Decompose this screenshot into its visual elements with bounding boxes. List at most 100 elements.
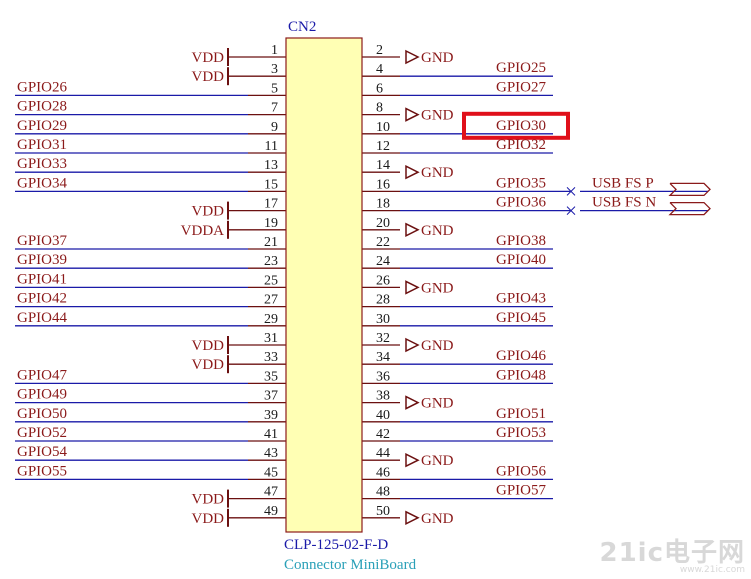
vdd-label: VDDA [181,223,224,239]
usb-port-flag [668,182,711,197]
right-pin-number-outer: 48 [376,485,390,500]
usb-net-label: USB FS N [592,195,656,211]
gnd-label: GND [421,165,454,181]
gnd-label: GND [421,453,454,469]
right-pin-number-outer: 26 [376,273,390,288]
right-net-label: GPIO51 [496,406,546,422]
gnd-arrow-symbol [405,395,420,410]
right-net-label: GPIO40 [496,252,546,268]
left-net-label: GPIO50 [17,406,67,422]
left-net-label: GPIO44 [17,310,68,326]
connector-part-number: CLP-125-02-F-D [284,537,388,553]
left-pin-number-outer: 3 [271,62,278,77]
gnd-arrow-symbol [405,164,420,180]
right-pin-number-outer: 18 [376,197,390,212]
left-net-label: GPIO26 [17,79,68,95]
gnd-label: GND [421,396,454,412]
gnd-label: GND [421,50,454,66]
right-pin-number-outer: 32 [376,331,390,346]
left-pin-group: 11VDD33VDD55GPIO2677GPIO2899GPIO291111GP… [15,43,308,529]
highlight-box [462,111,570,140]
right-pin-number-outer: 24 [376,254,390,269]
left-pin-number-outer: 33 [264,350,278,365]
right-pin-number-outer: 50 [376,504,390,519]
left-pin-number-outer: 5 [271,81,278,96]
left-pin-number-outer: 1 [271,43,278,58]
left-net-label: GPIO29 [17,118,67,134]
right-pin-number-outer: 40 [376,408,390,423]
right-net-label: GPIO30 [496,118,546,134]
left-pin-number-outer: 39 [264,408,278,423]
connector-ref-label: CN2 [288,19,316,35]
left-net-label: GPIO33 [17,156,67,172]
left-pin-number-outer: 17 [264,197,278,212]
left-pin-number-outer: 47 [264,485,278,500]
vdd-label: VDD [192,204,225,220]
left-net-label: GPIO42 [17,291,67,307]
right-pin-number-outer: 8 [376,101,383,116]
left-pin-number-outer: 45 [264,465,278,480]
left-pin-number-outer: 19 [264,216,278,231]
right-net-label: GPIO35 [496,175,546,191]
right-pin-number-outer: 14 [376,158,390,173]
gnd-label: GND [421,338,454,354]
left-pin-number-outer: 49 [264,504,278,519]
right-net-label: GPIO38 [496,233,546,249]
right-net-label: GPIO45 [496,310,546,326]
right-pin-number-outer: 42 [376,427,390,442]
left-pin-number-outer: 31 [264,331,278,346]
right-net-label: GPIO53 [496,425,546,441]
right-pin-number-outer: 12 [376,139,390,154]
right-net-label: GPIO56 [496,463,547,479]
vdd-label: VDD [192,338,225,354]
gnd-arrow-symbol [405,452,420,468]
right-net-label: GPIO48 [496,367,546,383]
watermark-main-text: 21ic电子网 [599,538,745,568]
vdd-label: VDD [192,511,225,527]
watermark-logo: 21ic电子网 www.21ic.com [599,532,745,575]
left-pin-number-outer: 29 [264,312,278,327]
right-pin-group: 22GND44GPIO2566GPIO2788GND1010GPIO301212… [328,43,711,529]
right-pin-number-outer: 34 [376,350,390,365]
left-net-label: GPIO41 [17,271,67,287]
vdd-label: VDD [192,69,225,85]
left-pin-number-outer: 15 [264,177,278,192]
right-pin-number-outer: 30 [376,312,390,327]
left-pin-number-outer: 21 [264,235,278,250]
connector-body [285,37,363,533]
right-pin-number-outer: 6 [376,81,383,96]
gnd-arrow-symbol [405,337,420,353]
left-pin-number-outer: 43 [264,446,278,461]
left-pin-number-outer: 23 [264,254,278,269]
left-net-label: GPIO54 [17,444,68,460]
gnd-label: GND [421,108,454,124]
right-pin-number-outer: 22 [376,235,390,250]
right-pin-number-outer: 16 [376,177,390,192]
right-net-label: GPIO27 [496,79,547,95]
vdd-label: VDD [192,357,225,373]
gnd-label: GND [421,280,454,296]
right-net-label: GPIO25 [496,60,546,76]
left-pin-number-outer: 11 [265,139,278,154]
left-net-label: GPIO52 [17,425,67,441]
connector-name: Connector MiniBoard [284,557,417,573]
usb-cross-mark [566,206,576,215]
gnd-label: GND [421,223,454,239]
usb-cross-mark [566,187,576,196]
right-net-label: GPIO32 [496,137,546,153]
right-pin-number-outer: 46 [376,465,390,480]
right-pin-number-outer: 28 [376,293,390,308]
right-net-label: GPIO43 [496,291,546,307]
watermark-sub-text: www.21ic.com [679,565,745,575]
right-net-label: GPIO57 [496,483,547,499]
left-net-label: GPIO47 [17,367,68,383]
right-pin-number-outer: 2 [376,43,383,58]
gnd-arrow-symbol [405,222,420,238]
right-pin-number-outer: 36 [376,369,390,384]
left-net-label: GPIO55 [17,463,67,479]
right-pin-number-outer: 38 [376,389,390,404]
right-pin-number-outer: 44 [376,446,390,461]
gnd-arrow-symbol [405,510,420,526]
gnd-arrow-symbol [405,280,420,295]
